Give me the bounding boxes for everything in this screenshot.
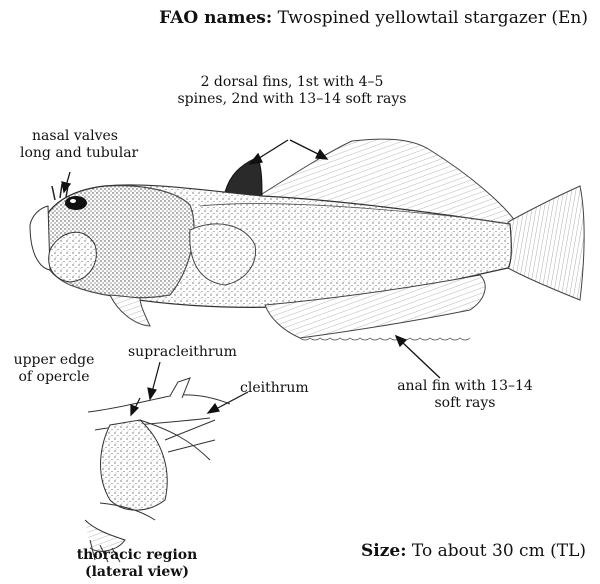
nasal-valves-label-line1: nasal valves bbox=[20, 128, 130, 145]
dorsal-fin-label: 2 dorsal fins, 1st with 4–5 spines, 2nd … bbox=[162, 74, 422, 108]
supracleithrum-label: supracleithrum bbox=[128, 344, 237, 361]
thoracic-caption: thoracic region (lateral view) bbox=[62, 547, 212, 581]
size-label: Size: bbox=[361, 541, 406, 561]
dorsal-arrows bbox=[250, 140, 327, 164]
nasal-arrow bbox=[62, 172, 70, 192]
nasal-valves-label: nasal valves long and tubular bbox=[20, 128, 130, 162]
caudal-fin bbox=[508, 186, 584, 300]
opercle-label: upper edge of opercle bbox=[2, 352, 106, 386]
anal-fin-label: anal fin with 13–14 soft rays bbox=[375, 378, 555, 412]
anal-arrow bbox=[396, 336, 440, 378]
opercle-label-line2: of opercle bbox=[2, 369, 106, 386]
size-info: Size: To about 30 cm (TL) bbox=[361, 541, 586, 561]
anal-fin-label-line1: anal fin with 13–14 bbox=[375, 378, 555, 395]
thoracic-caption-line2: (lateral view) bbox=[62, 564, 212, 581]
thoracic-detail bbox=[85, 378, 230, 562]
nasal-valves-label-line2: long and tubular bbox=[20, 145, 130, 162]
mouth bbox=[30, 206, 50, 270]
size-value: To about 30 cm (TL) bbox=[412, 541, 586, 561]
dorsal-fin-label-line1: 2 dorsal fins, 1st with 4–5 bbox=[162, 74, 422, 91]
eye bbox=[65, 196, 87, 210]
anal-fin-label-line2: soft rays bbox=[375, 395, 555, 412]
dorsal-fin-label-line2: spines, 2nd with 13–14 soft rays bbox=[162, 91, 422, 108]
thoracic-caption-line1: thoracic region bbox=[62, 547, 212, 564]
thoracic-arrows bbox=[131, 362, 248, 415]
cleithrum-label: cleithrum bbox=[240, 380, 309, 397]
opercle-detail bbox=[101, 420, 168, 510]
opercle-label-line1: upper edge bbox=[2, 352, 106, 369]
